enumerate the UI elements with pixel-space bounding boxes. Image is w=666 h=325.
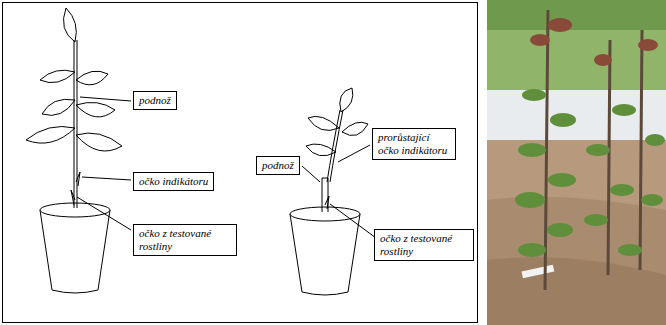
label-text: prorůstající očko indikátoru (378, 131, 450, 157)
label-text: podnož (139, 94, 171, 107)
label-box: očko indikátoru (133, 172, 214, 191)
right-plant (290, 88, 376, 295)
label-text: očko z testované rostliny (380, 232, 468, 258)
panel-frame (3, 3, 478, 323)
orchard-photo (487, 0, 666, 325)
label-box: očko z testované rostliny (374, 229, 474, 261)
label-text: očko z testované rostliny (139, 227, 231, 253)
left-plant (26, 8, 131, 293)
label-box: podnož (256, 156, 300, 175)
label-text: očko indikátoru (139, 175, 208, 188)
label-box: prorůstající očko indikátoru (372, 128, 456, 160)
label-box: podnož (133, 91, 177, 110)
label-box: očko z testované rostliny (133, 224, 237, 256)
label-text: podnož (262, 159, 294, 172)
